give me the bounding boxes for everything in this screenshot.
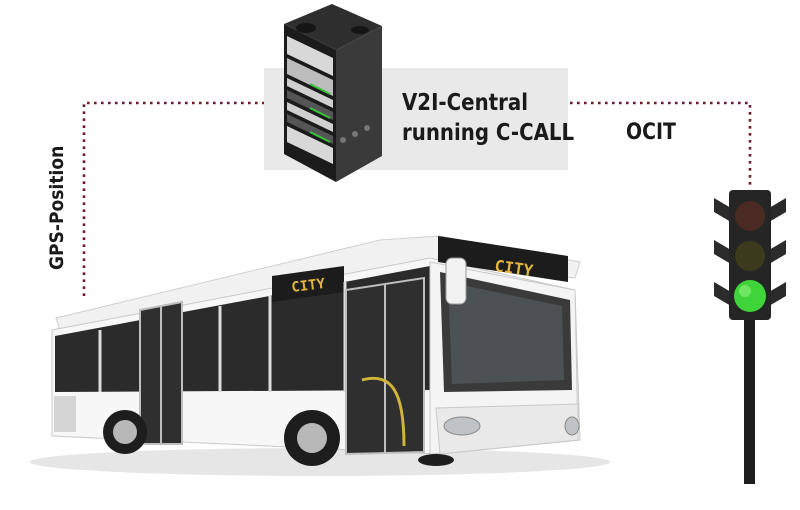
bus-icon: CITY CITY bbox=[30, 235, 610, 476]
amber-lamp bbox=[735, 241, 765, 271]
traffic-light-icon bbox=[714, 190, 786, 484]
bus-wheel bbox=[103, 410, 147, 454]
bus-side-sign: CITY bbox=[291, 276, 327, 296]
gps-link-label: GPS-Position bbox=[46, 145, 68, 270]
central-label-line2: running C-CALL bbox=[402, 120, 575, 146]
green-lamp bbox=[734, 280, 766, 312]
server-rack-icon bbox=[284, 4, 382, 182]
ocit-link-label: OCIT bbox=[626, 120, 676, 145]
central-label-line1: V2I-Central bbox=[402, 90, 529, 116]
central-label: V2I-Central running C-CALL bbox=[402, 88, 574, 148]
bus-wheel bbox=[418, 454, 454, 466]
ocit-link-line bbox=[570, 101, 752, 188]
bus-wheel bbox=[284, 410, 340, 466]
red-lamp bbox=[735, 201, 765, 231]
gps-link-line bbox=[82, 101, 264, 296]
